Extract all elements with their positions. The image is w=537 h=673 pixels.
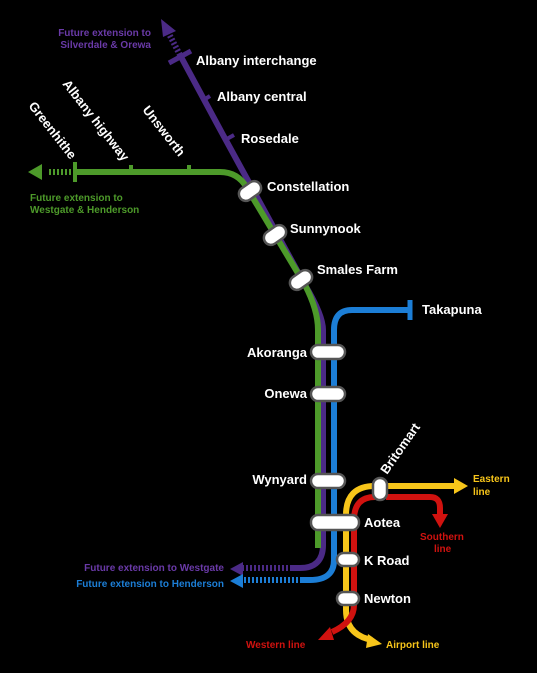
- west-extension-note-line1: Future extension to: [30, 193, 123, 204]
- west-extension-note-line2: Westgate & Henderson: [30, 205, 139, 216]
- label-k-road: K Road: [364, 553, 410, 568]
- blue-line: [230, 300, 413, 588]
- label-albany-interchange: Albany interchange: [196, 53, 317, 68]
- label-akoranga: Akoranga: [247, 345, 308, 360]
- label-rosedale: Rosedale: [241, 131, 299, 146]
- label-aotea: Aotea: [364, 515, 401, 530]
- label-newton: Newton: [364, 591, 411, 606]
- westgate-extension-arrow-icon: [230, 562, 243, 576]
- southern-line-label-1: Southern: [420, 532, 464, 543]
- southern-line-label-2: line: [434, 544, 452, 555]
- henderson-extension-arrow-icon: [230, 574, 243, 588]
- station-marker-k-road[interactable]: [335, 551, 361, 568]
- eastern-line-label-2: line: [473, 487, 491, 498]
- eastern-line-arrow-icon: [454, 478, 468, 494]
- southern-line-arrow-icon: [432, 514, 448, 528]
- label-takapuna: Takapuna: [422, 302, 482, 317]
- line-destinations: Eastern line Southern line Western line …: [246, 474, 510, 651]
- station-marker-sunnynook[interactable]: [261, 222, 289, 247]
- airport-line-arrow-icon: [366, 634, 382, 648]
- north-extension-note-line2: Silverdale & Orewa: [60, 40, 151, 51]
- label-constellation: Constellation: [267, 179, 349, 194]
- airport-line-label: Airport line: [386, 640, 440, 651]
- station-marker-aotea[interactable]: [309, 513, 361, 532]
- label-greenhithe: Greenhithe: [26, 99, 80, 162]
- station-marker-akoranga[interactable]: [309, 343, 347, 361]
- westgate-extension-note: Future extension to Westgate: [84, 563, 224, 574]
- label-britomart: Britomart: [377, 420, 423, 477]
- station-marker-newton[interactable]: [335, 590, 361, 607]
- station-marker-onewa[interactable]: [309, 385, 347, 403]
- station-labels: Albany interchange Albany central Roseda…: [26, 53, 483, 606]
- eastern-line-label-1: Eastern: [473, 474, 510, 485]
- label-sunnynook: Sunnynook: [290, 221, 362, 236]
- label-onewa: Onewa: [264, 386, 307, 401]
- station-marker-smales-farm[interactable]: [287, 267, 315, 292]
- station-marker-wynyard[interactable]: [309, 472, 347, 490]
- extension-notes: Future extension to Silverdale & Orewa F…: [30, 28, 224, 590]
- henderson-extension-note: Future extension to Henderson: [76, 579, 224, 590]
- label-wynyard: Wynyard: [252, 472, 307, 487]
- label-smales-farm: Smales Farm: [317, 262, 398, 277]
- western-line-label: Western line: [246, 640, 306, 651]
- station-marker-britomart[interactable]: [371, 476, 389, 502]
- north-extension-arrow-icon: [161, 19, 176, 37]
- station-markers: [236, 178, 389, 607]
- west-extension-arrow-icon: [28, 164, 42, 180]
- label-albany-central: Albany central: [217, 89, 307, 104]
- station-marker-constellation[interactable]: [236, 178, 264, 203]
- north-extension-note-line1: Future extension to: [58, 28, 151, 39]
- label-unsworth: Unsworth: [140, 103, 189, 160]
- western-line-arrow-icon: [318, 627, 334, 640]
